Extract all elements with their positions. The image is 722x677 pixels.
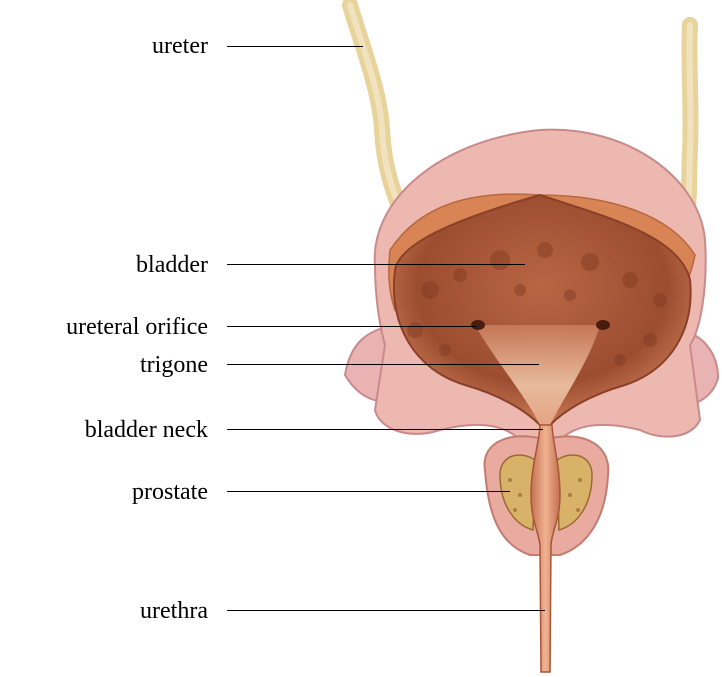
left-ureteral-orifice: [471, 320, 485, 330]
leader-trigone: [227, 364, 539, 365]
leader-urethra: [227, 610, 545, 611]
label-ureteral-orifice: ureteral orifice: [66, 313, 208, 341]
label-bladder-neck: bladder neck: [85, 416, 208, 444]
leader-bladder: [227, 264, 525, 265]
right-ureteral-orifice: [596, 320, 610, 330]
leader-ureter: [227, 46, 363, 47]
leader-bladder-neck: [227, 429, 543, 430]
label-prostate: prostate: [132, 478, 208, 506]
label-urethra: urethra: [140, 597, 208, 625]
label-ureter: ureter: [152, 32, 208, 60]
leader-ureteral-orifice: [227, 326, 477, 327]
label-trigone: trigone: [140, 351, 208, 379]
label-bladder: bladder: [136, 251, 208, 279]
leader-prostate: [227, 491, 510, 492]
